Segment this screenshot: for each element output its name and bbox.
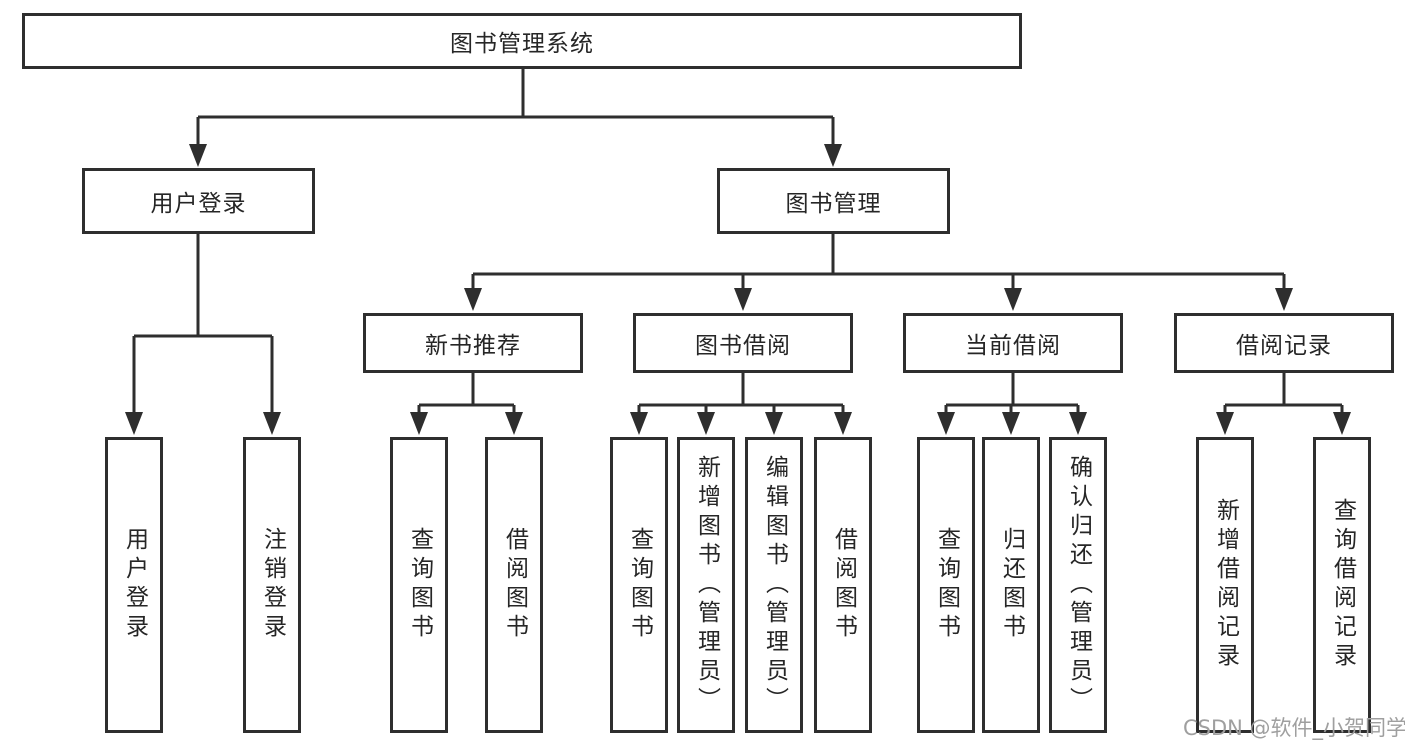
node-book-management-label: 图书管理 [785,191,882,217]
leaf-return-books: 归还图书 [982,437,1040,733]
node-user-login-label: 用户登录 [150,191,247,217]
leaf-edit-books-admin-label: 编辑图书（管理员） [761,454,788,716]
node-new-book-recommend-label: 新书推荐 [425,333,521,359]
leaf-newrec-query-books-label: 查询图书 [406,527,433,643]
leaf-user-login-label: 用户登录 [121,527,148,643]
node-borrow-records-label: 借阅记录 [1236,333,1332,359]
leaf-logout-label: 注销登录 [259,527,286,643]
node-root-label: 图书管理系统 [450,31,594,57]
leaf-confirm-return-admin: 确认归还（管理员） [1049,437,1107,733]
leaf-confirm-return-admin-label: 确认归还（管理员） [1065,454,1092,716]
node-current-borrow: 当前借阅 [903,313,1123,373]
csdn-watermark: CSDN @软件_小贺同学 [1183,716,1405,740]
node-book-management: 图书管理 [717,168,950,234]
leaf-borrow-books: 借阅图书 [814,437,872,733]
node-user-login: 用户登录 [82,168,315,234]
node-book-borrow-label: 图书借阅 [695,333,791,359]
leaf-query-borrow-record-label: 查询借阅记录 [1329,498,1356,672]
leaf-edit-books-admin: 编辑图书（管理员） [745,437,803,733]
leaf-newrec-borrow-books-label: 借阅图书 [501,527,528,643]
node-new-book-recommend: 新书推荐 [363,313,583,373]
leaf-add-books-admin-label: 新增图书（管理员） [693,454,720,716]
leaf-borrow-query-books-label: 查询图书 [626,527,653,643]
node-root: 图书管理系统 [22,13,1022,69]
leaf-current-query-books-label: 查询图书 [933,527,960,643]
node-current-borrow-label: 当前借阅 [965,333,1061,359]
leaf-add-books-admin: 新增图书（管理员） [677,437,735,733]
leaf-newrec-query-books: 查询图书 [390,437,448,733]
leaf-borrow-query-books: 查询图书 [610,437,668,733]
leaf-newrec-borrow-books: 借阅图书 [485,437,543,733]
leaf-logout: 注销登录 [243,437,301,733]
leaf-borrow-books-label: 借阅图书 [830,527,857,643]
leaf-add-borrow-record-label: 新增借阅记录 [1212,498,1239,672]
node-borrow-records: 借阅记录 [1174,313,1394,373]
leaf-add-borrow-record: 新增借阅记录 [1196,437,1254,733]
leaf-user-login: 用户登录 [105,437,163,733]
leaf-return-books-label: 归还图书 [998,527,1025,643]
leaf-current-query-books: 查询图书 [917,437,975,733]
node-book-borrow: 图书借阅 [633,313,853,373]
leaf-query-borrow-record: 查询借阅记录 [1313,437,1371,733]
